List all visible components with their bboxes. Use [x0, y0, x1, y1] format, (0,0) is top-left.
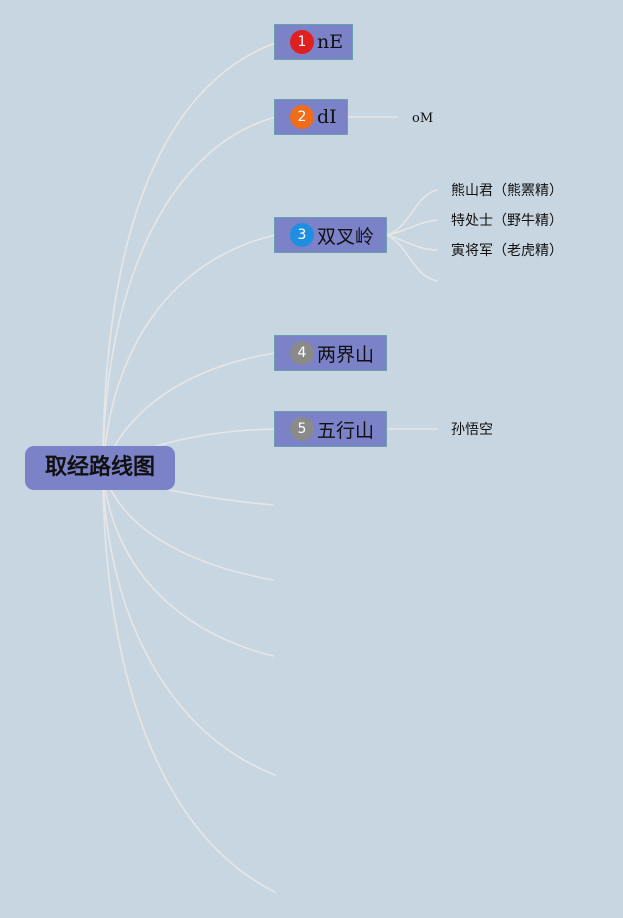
- branch-node-5[interactable]: 5 五行山: [274, 411, 387, 447]
- priority-3-icon: 3: [290, 223, 314, 247]
- priority-2-icon: 2: [290, 105, 314, 129]
- leaf-techushi[interactable]: 特处士（野牛精）: [451, 213, 563, 229]
- edge-node3-leaf2: [386, 219, 438, 236]
- branch-node-1-label: nE: [317, 31, 344, 53]
- edge-root-empty9: [102, 469, 276, 776]
- leaf-sunwukong[interactable]: 孙悟空: [451, 422, 493, 438]
- branch-node-3-label: 双叉岭: [317, 225, 375, 248]
- branch-node-2[interactable]: 2 dI: [274, 99, 348, 135]
- edge-node3-leaf1: [386, 189, 438, 236]
- branch-node-1[interactable]: 1 nE: [274, 24, 353, 60]
- leaf-yinjiangjun[interactable]: 寅将军（老虎精）: [451, 243, 563, 259]
- edge-root-empty7: [102, 469, 274, 581]
- edge-root-node4: [102, 352, 276, 471]
- branch-node-3[interactable]: 3 双叉岭: [274, 217, 387, 253]
- branch-node-4-label: 两界山: [317, 343, 375, 366]
- edge-root-empty10: [102, 469, 276, 893]
- edge-node3-leaf3: [386, 234, 438, 251]
- branch-node-5-label: 五行山: [317, 419, 375, 442]
- edge-root-node2: [102, 116, 276, 471]
- edge-node3-leaf4: [386, 234, 438, 282]
- edge-root-node1: [102, 42, 276, 471]
- leaf-node-2-child[interactable]: oM: [412, 111, 434, 126]
- branch-node-2-label: dI: [317, 106, 337, 128]
- root-node-label: 取经路线图: [44, 455, 155, 480]
- root-node[interactable]: 取经路线图: [25, 446, 175, 490]
- priority-5-icon: 5: [290, 417, 314, 441]
- edge-root-empty8: [102, 469, 274, 657]
- leaf-xiongshanjun[interactable]: 熊山君（熊罴精）: [451, 183, 563, 199]
- priority-1-icon: 1: [290, 30, 314, 54]
- edge-root-node3: [102, 234, 276, 471]
- priority-4-icon: 4: [290, 341, 314, 365]
- branch-node-4[interactable]: 4 两界山: [274, 335, 387, 371]
